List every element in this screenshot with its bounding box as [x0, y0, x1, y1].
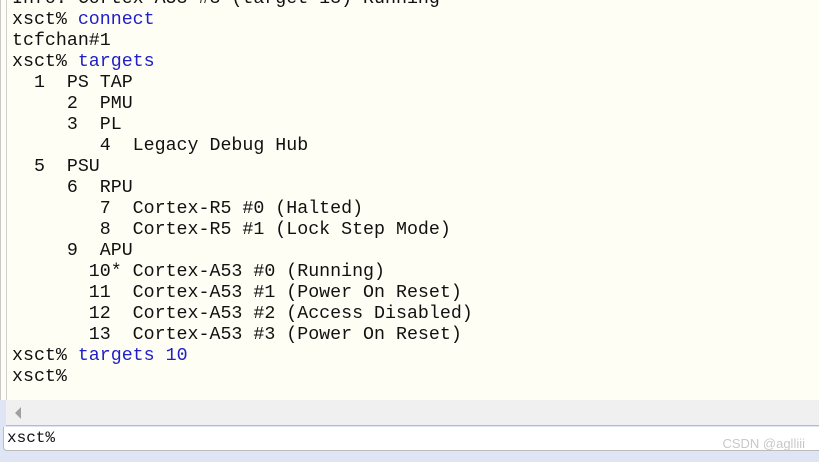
output-line: 10* Cortex-A53 #0 (Running): [12, 262, 385, 282]
output-line: 7 Cortex-R5 #0 (Halted): [12, 199, 364, 219]
output-line: 13 Cortex-A53 #3 (Power On Reset): [12, 325, 462, 345]
prompt-line: xsct% targets 10: [12, 346, 473, 367]
prompt: xsct%: [12, 52, 78, 72]
command-input[interactable]: xsct%: [3, 427, 819, 451]
command-text: targets 10: [77, 346, 188, 366]
prompt-line: xsct%: [12, 367, 473, 388]
output-line: 9 APU: [12, 241, 133, 261]
output-line: 3 PL: [12, 115, 122, 135]
output-line: tcfchan#1: [12, 31, 111, 51]
output-line: 1 PS TAP: [12, 73, 133, 93]
command-text: targets: [77, 52, 155, 72]
prompt: xsct%: [12, 10, 78, 30]
horizontal-scrollbar[interactable]: [6, 400, 819, 426]
output-line: Info: Cortex-A53 #3 (target 13) Running: [12, 0, 473, 10]
output-line: 11 Cortex-A53 #1 (Power On Reset): [12, 283, 462, 303]
prompt: xsct%: [12, 367, 67, 387]
output-line: 8 Cortex-R5 #1 (Lock Step Mode): [12, 220, 451, 240]
prompt-line: xsct% targets: [12, 52, 473, 73]
console-border: [6, 0, 7, 400]
prompt: xsct%: [12, 346, 78, 366]
output-line: 12 Cortex-A53 #2 (Access Disabled): [12, 304, 473, 324]
output-line: 2 PMU: [12, 94, 133, 114]
command-input-text[interactable]: xsct%: [7, 429, 56, 447]
console-output: Info: Cortex-A53 #3 (target 13) Runningx…: [0, 0, 819, 400]
watermark: CSDN @aglliii: [722, 436, 805, 451]
command-text: connect: [77, 10, 155, 30]
console-lines: Info: Cortex-A53 #3 (target 13) Runningx…: [12, 0, 473, 388]
output-line: 6 RPU: [12, 178, 133, 198]
scroll-left-arrow-icon[interactable]: [15, 407, 21, 419]
output-line: 4 Legacy Debug Hub: [12, 136, 309, 156]
output-line: 5 PSU: [12, 157, 100, 177]
prompt-line: xsct% connect: [12, 10, 473, 31]
